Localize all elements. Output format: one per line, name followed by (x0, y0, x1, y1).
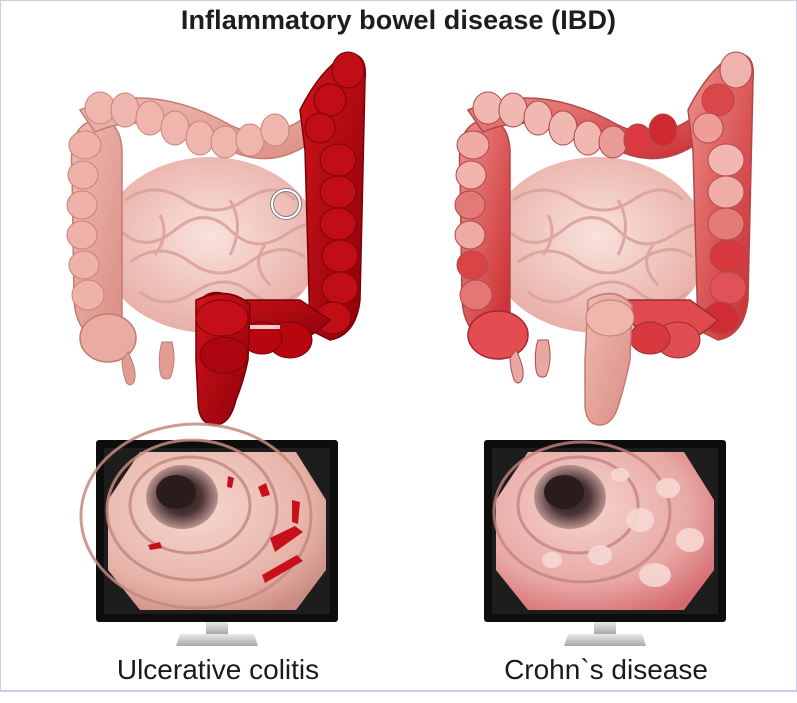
right-colon-illustration (454, 51, 755, 426)
caption-ulcerative-colitis: Ulcerative colitis (116, 654, 320, 685)
left-endoscope-monitor (79, 422, 338, 646)
cursor-indicator (271, 189, 301, 219)
left-colon-illustration (66, 51, 367, 426)
caption-crohns-disease: Crohn`s disease (504, 654, 708, 685)
right-endoscope-monitor (484, 440, 726, 646)
page-title: Inflammatory bowel disease (IBD) (180, 5, 617, 35)
